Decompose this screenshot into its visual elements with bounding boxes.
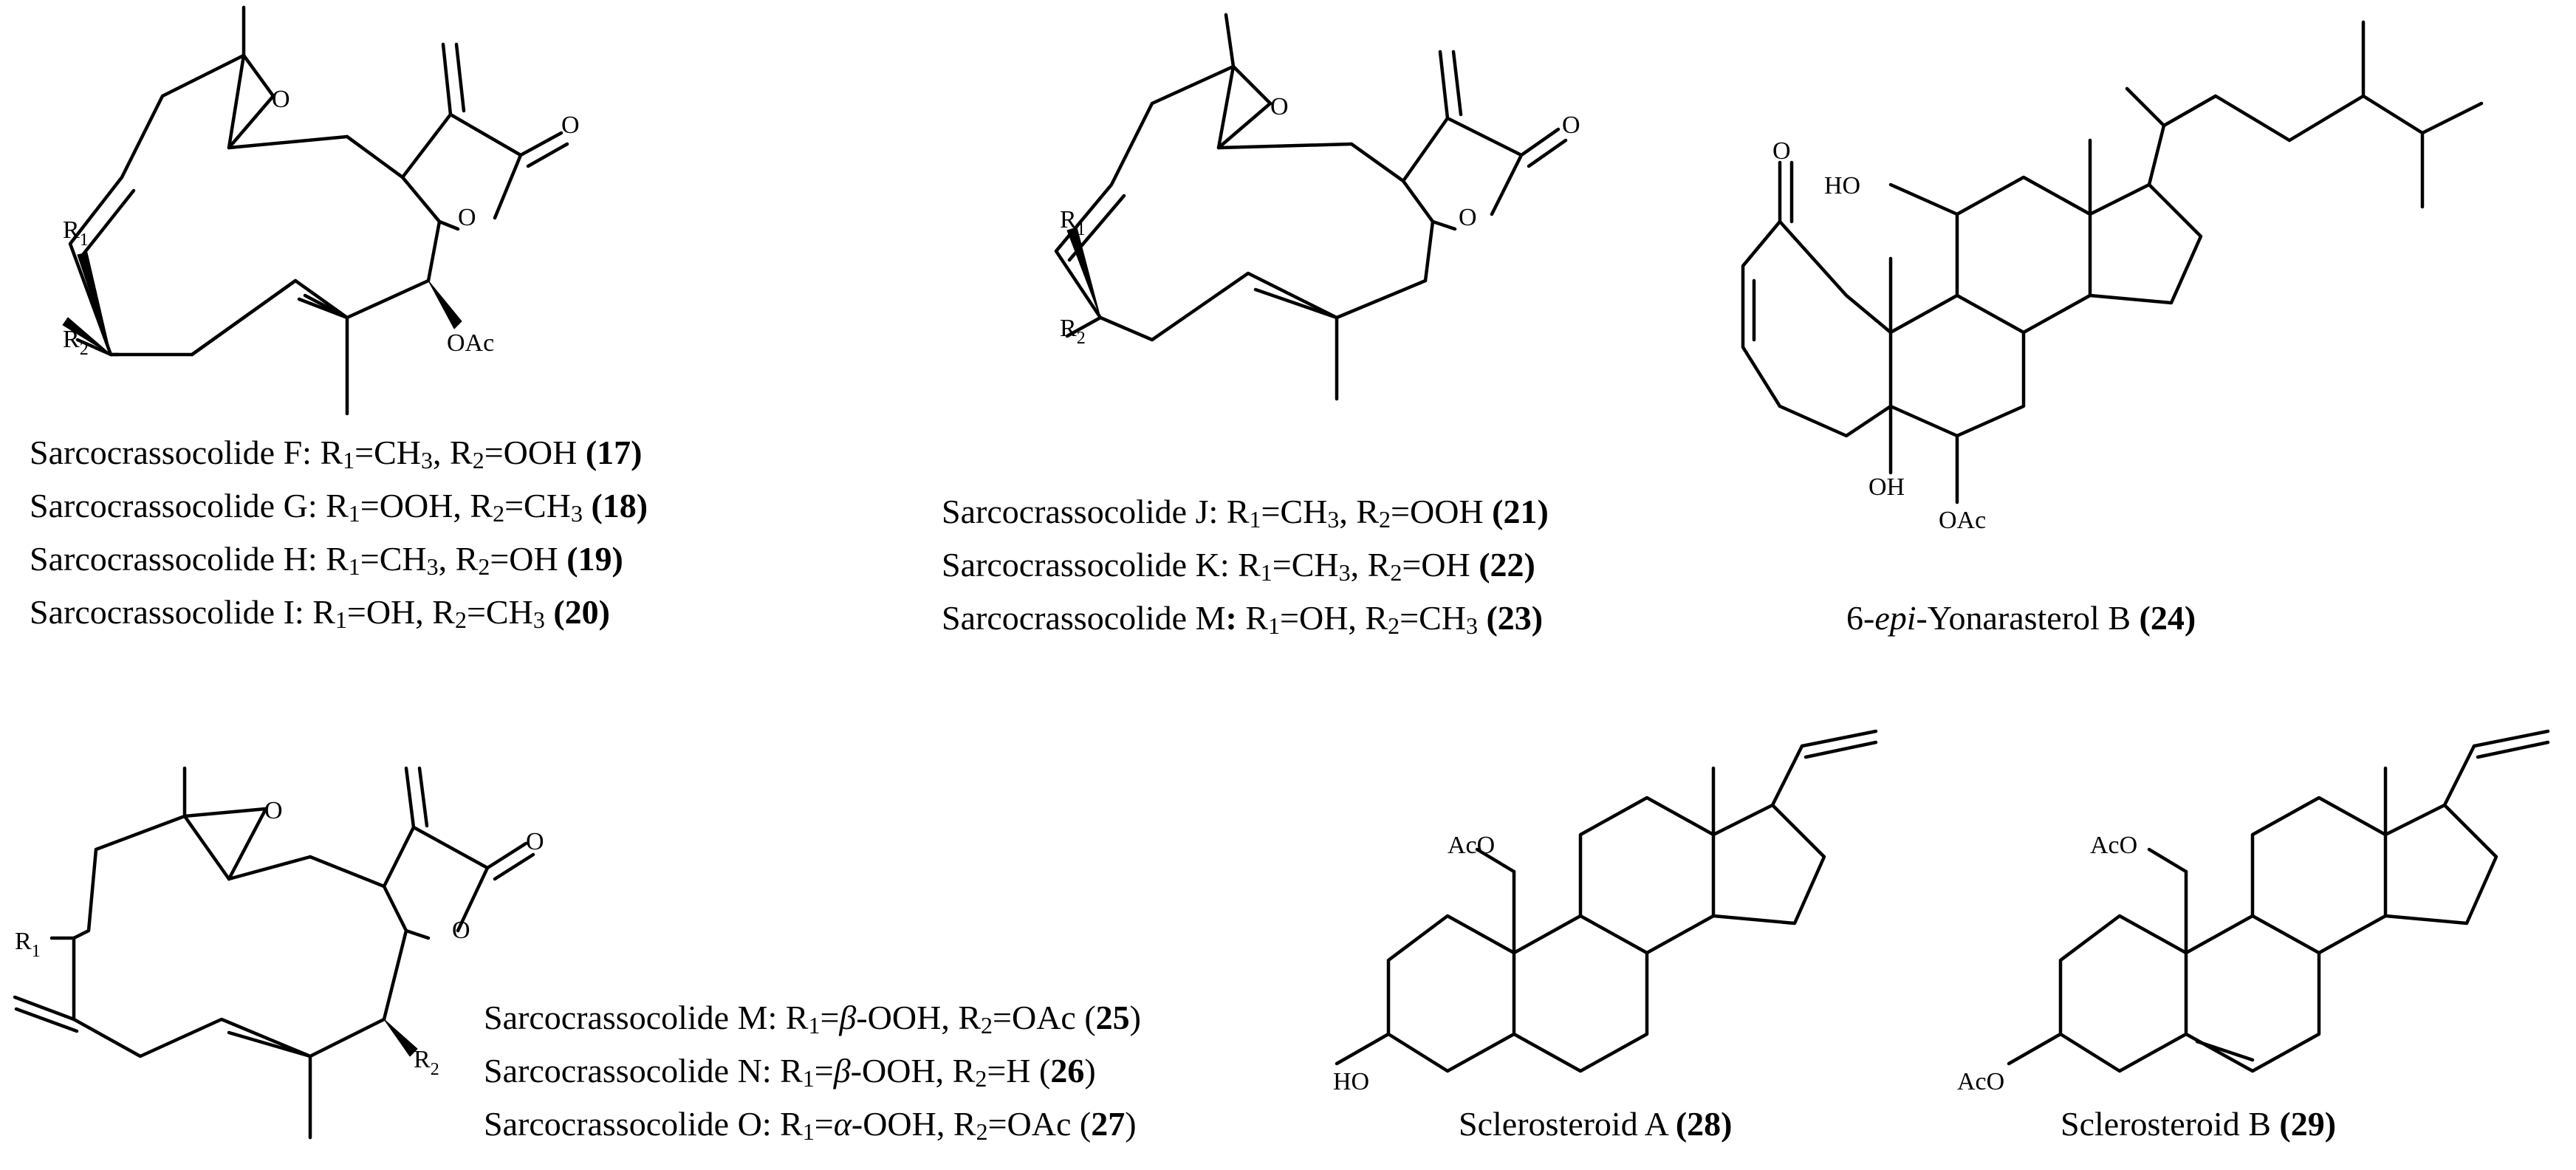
atom-o-epoxide-2: O [1270,93,1289,120]
structure-17-20: O O O OAc R1 R2 [62,5,580,416]
atom-o-ketone-24: O [1772,137,1791,165]
atom-ho-28: HO [1333,1068,1369,1095]
atom-o-epoxide-3: O [264,797,283,824]
atom-r1-17: R1 [63,216,89,250]
atom-o-lactone-2: O [1459,204,1477,231]
atom-r1-25: R1 [15,928,41,961]
caption-compound-17: Sarcocrassocolide F: R1=CH3, R2=OOH (17) [30,434,643,473]
caption-compound-19: Sarcocrassocolide H: R1=CH3, R2=OH (19) [30,540,623,580]
atom-ho-24: HO [1824,172,1860,199]
caption-compound-21: Sarcocrassocolide J: R1=CH3, R2=OOH (21) [942,493,1549,533]
atom-r2-21: R2 [1060,315,1086,348]
caption-compound-26: Sarcocrassocolide N: R1=β-OOH, R2=H (26) [484,1052,1096,1092]
caption-compound-28: Sclerosteroid A (28) [1459,1105,1733,1143]
atom-oac-24: OAc [1939,507,1986,534]
caption-compound-29: Sclerosteroid B (29) [2061,1105,2337,1143]
structure-21-23: O O O R1 R2 [1054,13,1580,401]
atom-o-carbonyl-3: O [526,828,544,855]
atom-o-epoxide: O [272,86,290,113]
caption-compound-27: Sarcocrassocolide O: R1=α-OOH, R2=OAc (2… [484,1105,1137,1145]
caption-compound-20: Sarcocrassocolide I: R1=OH, R2=CH3 (20) [30,593,610,633]
atom-aco-28: AcO [1448,832,1495,859]
caption-compound-25: Sarcocrassocolide M: R1=β-OOH, R2=OAc (2… [484,999,1141,1039]
atom-aco-29a: AcO [2090,832,2137,859]
atom-r2-25: R2 [414,1046,439,1079]
atom-oac-17: OAc [447,329,494,357]
atom-oh-24: OH [1868,473,1905,501]
structure-28: HO AcO [1333,729,1878,1095]
structure-25-27: R1 O O O R2 [13,766,544,1140]
atom-o-carbonyl: O [561,112,580,139]
structure-24: O OH OAc HO [1741,20,2484,534]
caption-compound-24: 6-epi-Yonarasterol B (24) [1846,599,2196,637]
atom-o-lactone-3: O [452,917,470,944]
atom-o-carbonyl-2: O [1562,112,1580,139]
caption-compound-18: Sarcocrassocolide G: R1=OOH, R2=CH3 (18) [30,487,648,527]
caption-compound-23: Sarcocrassocolide M: R1=OH, R2=CH3 (23) [942,599,1544,639]
atom-o-lactone: O [458,204,476,231]
atom-aco-29b: AcO [1957,1068,2004,1095]
caption-compound-22: Sarcocrassocolide K: R1=CH3, R2=OH (22) [942,546,1535,586]
structure-29: AcO AcO [1957,729,2550,1095]
atom-r2-17: R2 [63,326,89,359]
